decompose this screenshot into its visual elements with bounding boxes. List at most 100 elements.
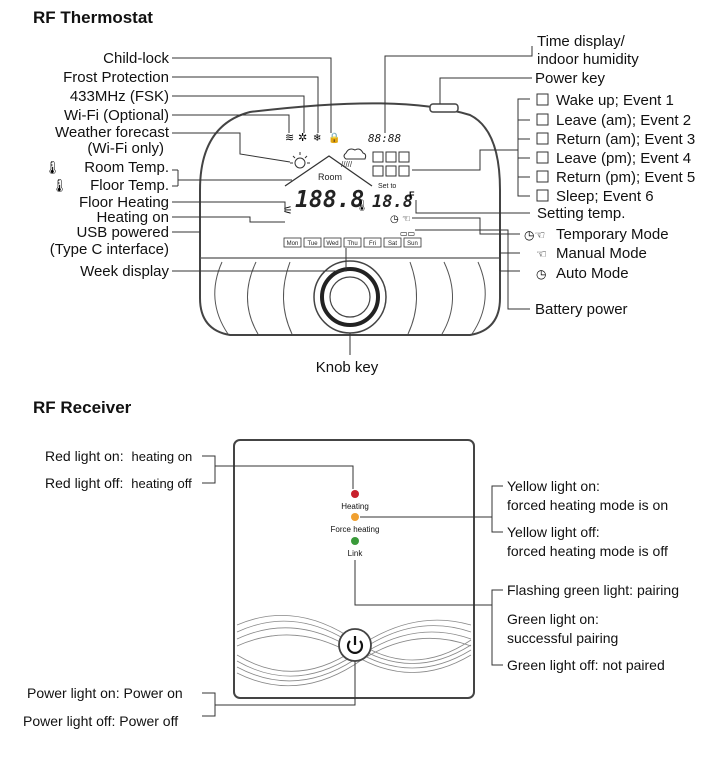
power-icon (346, 636, 364, 654)
lcd-room-label: Room (318, 172, 342, 182)
label-time-display: Time display/ (537, 33, 626, 50)
lcd-display: ≋ ✲ ❄ 🔒 88:88 ///// Room 188.8 🌡 ⚟ (283, 132, 422, 248)
led-heating (351, 490, 359, 498)
label-heating-on: Heating on (96, 209, 169, 226)
antenna-icon: ✲ (298, 132, 307, 144)
day-box-wed (323, 237, 342, 248)
label-frost-protection: Frost Protection (63, 69, 169, 86)
event-icon-legend (536, 93, 549, 202)
label-event-5: Return (pm); Event 5 (556, 169, 695, 186)
wifi-icon: ≋ (285, 132, 294, 144)
label-event-4: Leave (pm); Event 4 (556, 150, 691, 167)
receiver-right-leaders (354, 485, 503, 666)
room-thermometer-icon: 🌡 (44, 160, 61, 175)
label-battery-power: Battery power (535, 301, 628, 318)
receiver-title: RF Receiver (33, 398, 132, 417)
receiver-body (233, 439, 475, 699)
label-event-1: Wake up; Event 1 (556, 92, 674, 109)
label-usb-powered: USB powered (76, 224, 169, 241)
thermostat-body (199, 102, 501, 336)
auto-mode-icon: ◷ (536, 267, 547, 281)
label-green-on-detail: successful pairing (507, 630, 618, 646)
day-box-sun (403, 237, 422, 248)
lock-icon: 🔒 (328, 132, 340, 144)
label-weather-wifi-only: (Wi-Fi only) (87, 140, 164, 157)
label-event-2: Leave (am); Event 2 (556, 112, 691, 129)
label-yellow-off: Yellow light off: (507, 524, 600, 540)
thermostat-title: RF Thermostat (33, 8, 153, 27)
temporary-mode-icon: ◷☜ (524, 228, 545, 242)
day-label-thu: Thu (347, 241, 357, 247)
label-yellow-on: Yellow light on: (507, 478, 600, 494)
label-green-flash: Flashing green light: pairing (507, 582, 679, 598)
label-type-c: (Type C interface) (50, 241, 169, 258)
label-weather-forecast: Weather forecast (55, 124, 170, 141)
lcd-unit: F (409, 190, 415, 200)
label-green-off: Green light off: not paired (507, 657, 665, 673)
label-child-lock: Child-lock (103, 50, 169, 67)
day-box-thu (343, 237, 362, 248)
weather-sun-icon (290, 152, 310, 169)
label-floor-heating: Floor Heating (79, 194, 169, 211)
thermostat-left-labels: Child-lock Frost Protection 433MHz (FSK)… (44, 50, 170, 280)
power-key[interactable] (429, 103, 459, 113)
label-red-off: Red light off: heating off (45, 475, 192, 491)
label-power-key: Power key (535, 70, 606, 87)
day-label-sat: Sat (388, 241, 397, 247)
label-yellow-off-detail: forced heating mode is off (507, 543, 668, 559)
day-label-tue: Tue (307, 241, 318, 247)
thermostat-right-labels: Time display/ indoor humidity Power key … (524, 33, 695, 318)
label-room-temp: Room Temp. (84, 159, 169, 176)
label-knob-key: Knob key (316, 359, 379, 376)
label-power-on: Power light on: Power on (27, 685, 183, 701)
battery-icon: ▭▭ (400, 229, 415, 238)
label-temporary-mode: Temporary Mode (556, 226, 669, 243)
lcd-set-digits: 18.8 (372, 192, 413, 212)
label-event-6: Sleep; Event 6 (556, 188, 654, 205)
receiver-left-leaders (202, 455, 356, 717)
day-label-sun: Sun (407, 241, 418, 247)
day-label-wed: Wed (326, 241, 338, 247)
knob-key[interactable] (313, 260, 387, 334)
led-link-label: Link (348, 549, 364, 558)
floor-thermometer-icon: 🌡 (51, 178, 68, 193)
lcd-time-digits: 88:88 (368, 132, 401, 145)
house-icon (284, 155, 373, 187)
led-force-heating (351, 513, 359, 521)
led-force-heating-label: Force heating (331, 525, 380, 534)
svg-text://///: ///// (341, 160, 353, 169)
weather-cloud-icon: ///// (341, 148, 367, 169)
day-box-tue (303, 237, 322, 248)
day-box-fri (363, 237, 382, 248)
day-box-mon (283, 237, 302, 248)
thermometer-icon: 🌡 (355, 199, 369, 212)
day-label-fri: Fri (369, 241, 376, 247)
label-indoor-humidity: indoor humidity (537, 51, 639, 68)
event-icon-grid (372, 151, 410, 177)
lcd-set-label: Set to (378, 183, 396, 190)
manual-mode-icon: ☜ (536, 247, 547, 261)
label-fsk: 433MHz (FSK) (70, 88, 169, 105)
receiver-left-labels: Red light on: heating on Red light off: … (23, 448, 192, 729)
label-week-display: Week display (80, 263, 169, 280)
label-yellow-on-detail: forced heating mode is on (507, 497, 668, 513)
label-auto-mode: Auto Mode (556, 265, 629, 282)
label-manual-mode: Manual Mode (556, 245, 647, 262)
receiver-right-labels: Yellow light on: forced heating mode is … (507, 478, 679, 673)
mode-clock-icon: ◷ (390, 214, 399, 225)
mode-hand-icon: ☜ (402, 214, 411, 225)
day-box-sat (383, 237, 402, 248)
floor-heating-icon: ⚟ (283, 205, 293, 217)
label-setting-temp: Setting temp. (537, 205, 625, 222)
label-event-3: Return (am); Event 3 (556, 131, 695, 148)
label-green-on: Green light on: (507, 611, 599, 627)
label-power-off: Power light off: Power off (23, 713, 178, 729)
led-heating-label: Heating (341, 502, 369, 511)
label-floor-temp: Floor Temp. (90, 177, 169, 194)
thermostat-right-leaders (384, 46, 533, 310)
receiver-leds: Heating Force heating Link (331, 490, 380, 558)
frost-icon: ❄ (313, 133, 321, 144)
led-link (351, 537, 359, 545)
